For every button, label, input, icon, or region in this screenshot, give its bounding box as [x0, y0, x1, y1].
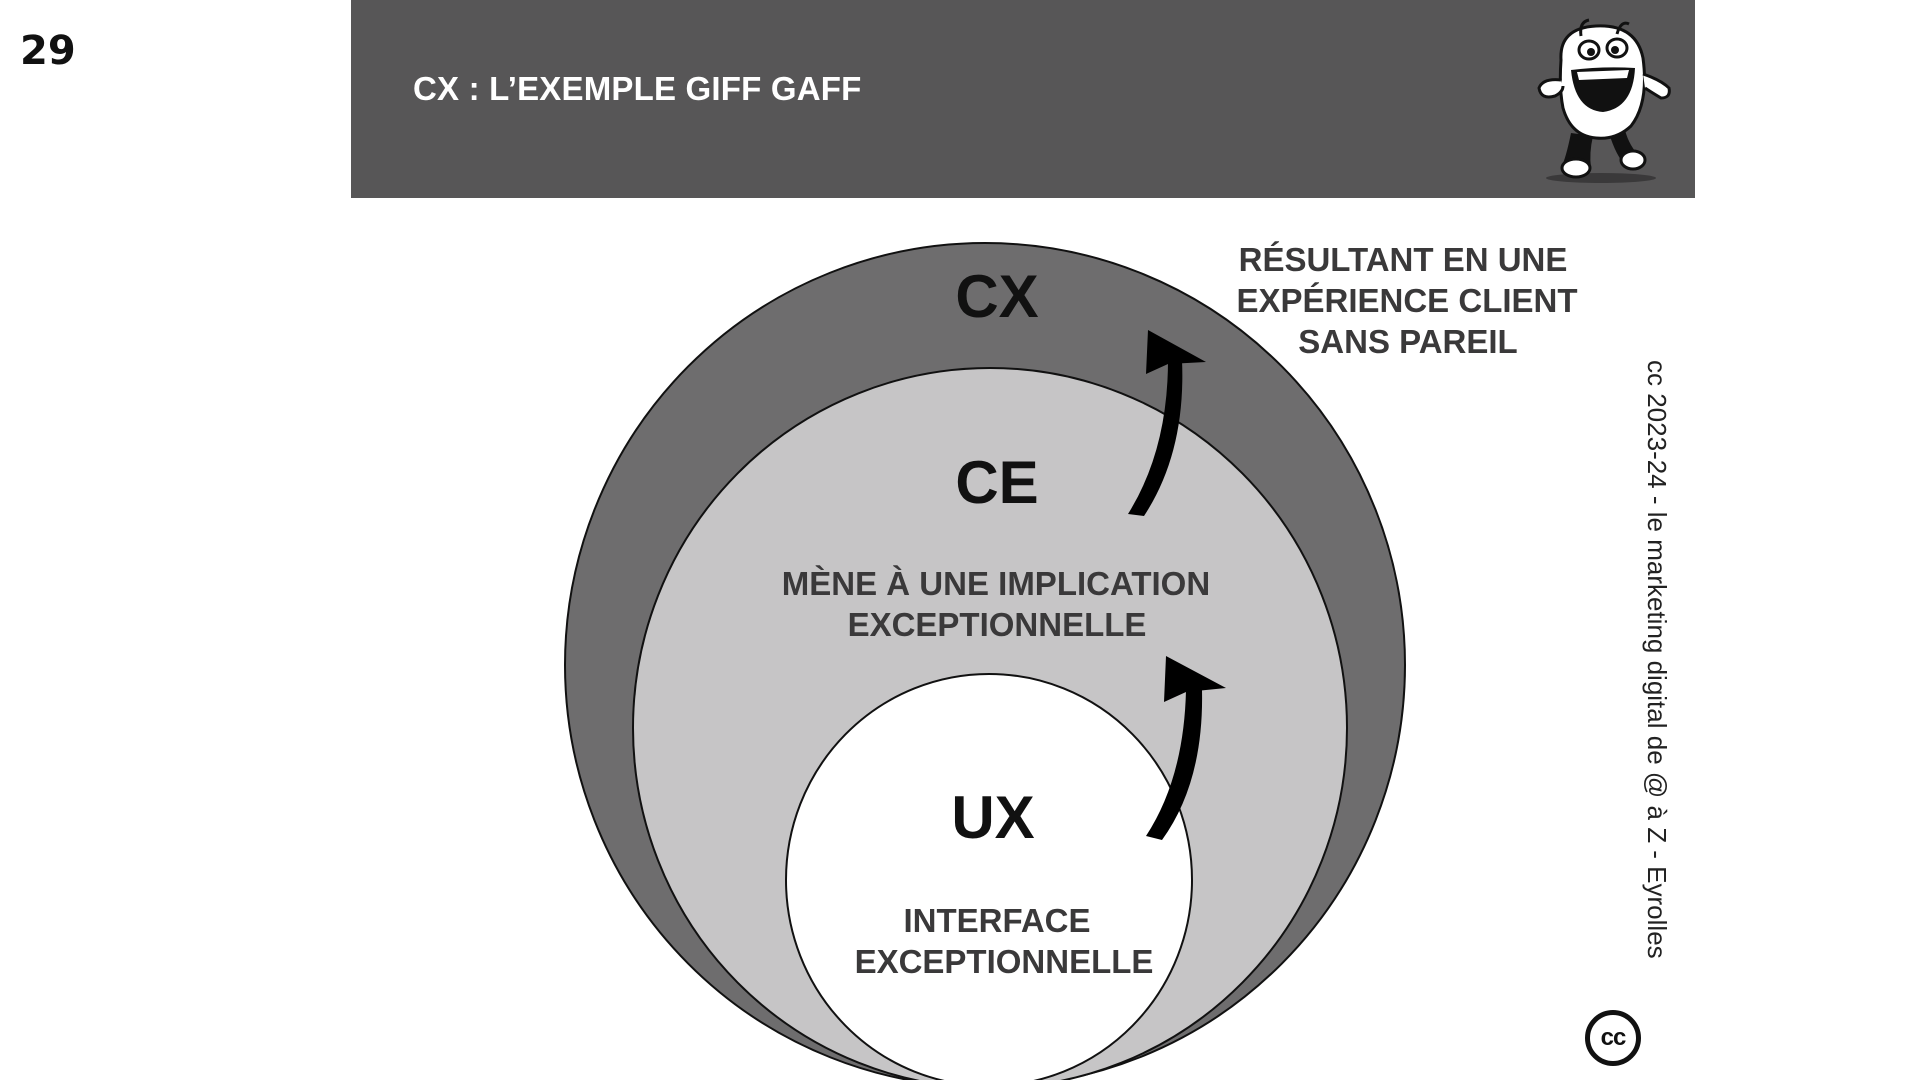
slide-number: 29: [20, 28, 76, 74]
copyright-credit: cc 2023-24 - le marketing digital de @ à…: [1642, 360, 1672, 959]
cx-caption-line-3: SANS PAREIL: [1298, 323, 1517, 360]
ux-label: UX: [951, 784, 1034, 851]
ce-caption-line-2: EXCEPTIONNELLE: [848, 606, 1147, 643]
ce-caption-line-1: MÈNE À UNE IMPLICATION: [782, 565, 1210, 602]
slide-title: CX : L’EXEMPLE GIFF GAFF: [413, 70, 862, 107]
cx-caption-line-1: RÉSULTANT EN UNE: [1239, 241, 1568, 278]
running-tooth-mascot-icon: [1537, 18, 1671, 183]
ux-circle: [785, 673, 1193, 1080]
ux-caption-line-2: EXCEPTIONNELLE: [855, 943, 1154, 980]
cx-label: CX: [955, 263, 1038, 330]
ux-to-ce-arrow: [1146, 656, 1226, 840]
ce-label: CE: [955, 449, 1038, 516]
cx-to-ce-arrow: [1128, 330, 1206, 516]
creative-commons-icon: cc: [1585, 1010, 1641, 1066]
cx-caption-line-2: EXPÉRIENCE CLIENT: [1236, 282, 1577, 319]
ux-caption-line-1: INTERFACE: [903, 902, 1090, 939]
title-banner: CX : L’EXEMPLE GIFF GAFF: [351, 0, 1695, 198]
